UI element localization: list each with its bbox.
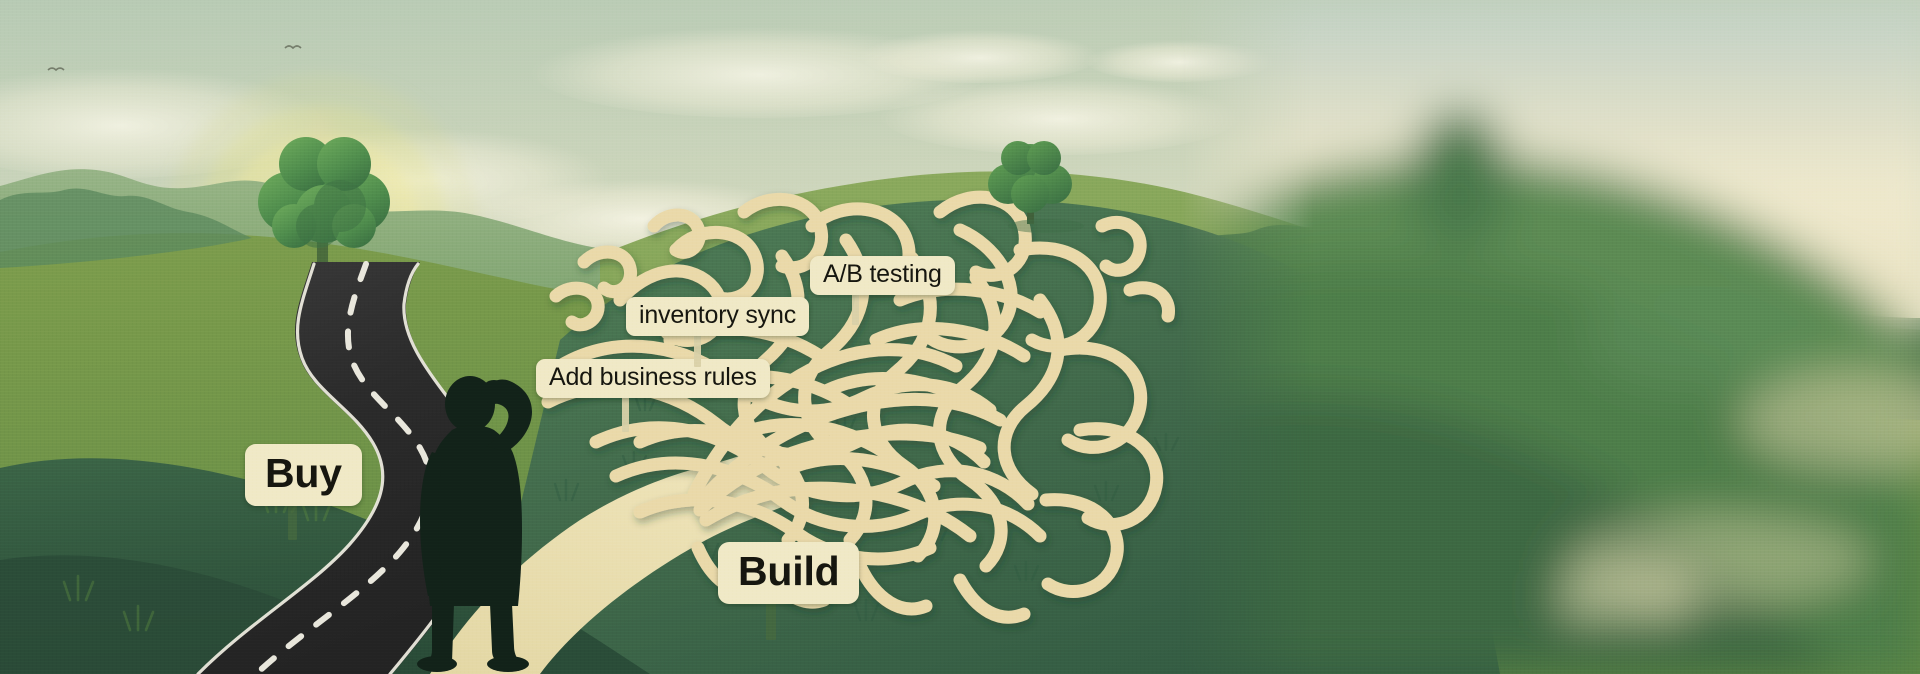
build-sign[interactable]: Build	[718, 542, 860, 604]
add-business-rules-post	[622, 396, 629, 432]
treeline-left	[0, 188, 252, 268]
paved-road	[196, 262, 492, 674]
road-edge-left	[196, 262, 385, 674]
road-center-dashes	[253, 261, 434, 674]
bird-icon	[47, 45, 302, 72]
build-sign-label: Build	[738, 548, 840, 594]
hero-tree	[258, 137, 390, 263]
inventory-sync-post	[694, 333, 701, 367]
add-business-rules-label: Add business rules	[549, 363, 757, 391]
add-business-rules-sign[interactable]: Add business rules	[536, 359, 770, 398]
build-sign-post	[766, 592, 776, 640]
ab-testing-sign[interactable]: A/B testing	[810, 256, 955, 295]
buy-sign[interactable]: Buy	[245, 444, 362, 506]
buy-sign-label: Buy	[265, 450, 342, 496]
person-silhouette	[417, 376, 532, 672]
buy-sign-post	[288, 492, 297, 540]
inventory-sync-sign[interactable]: inventory sync	[626, 297, 809, 336]
ab-testing-label: A/B testing	[823, 260, 942, 288]
defocused-landscape	[1150, 0, 1920, 674]
inventory-sync-label: inventory sync	[639, 301, 796, 329]
distant-tree	[988, 141, 1084, 233]
ab-testing-post	[852, 291, 859, 325]
